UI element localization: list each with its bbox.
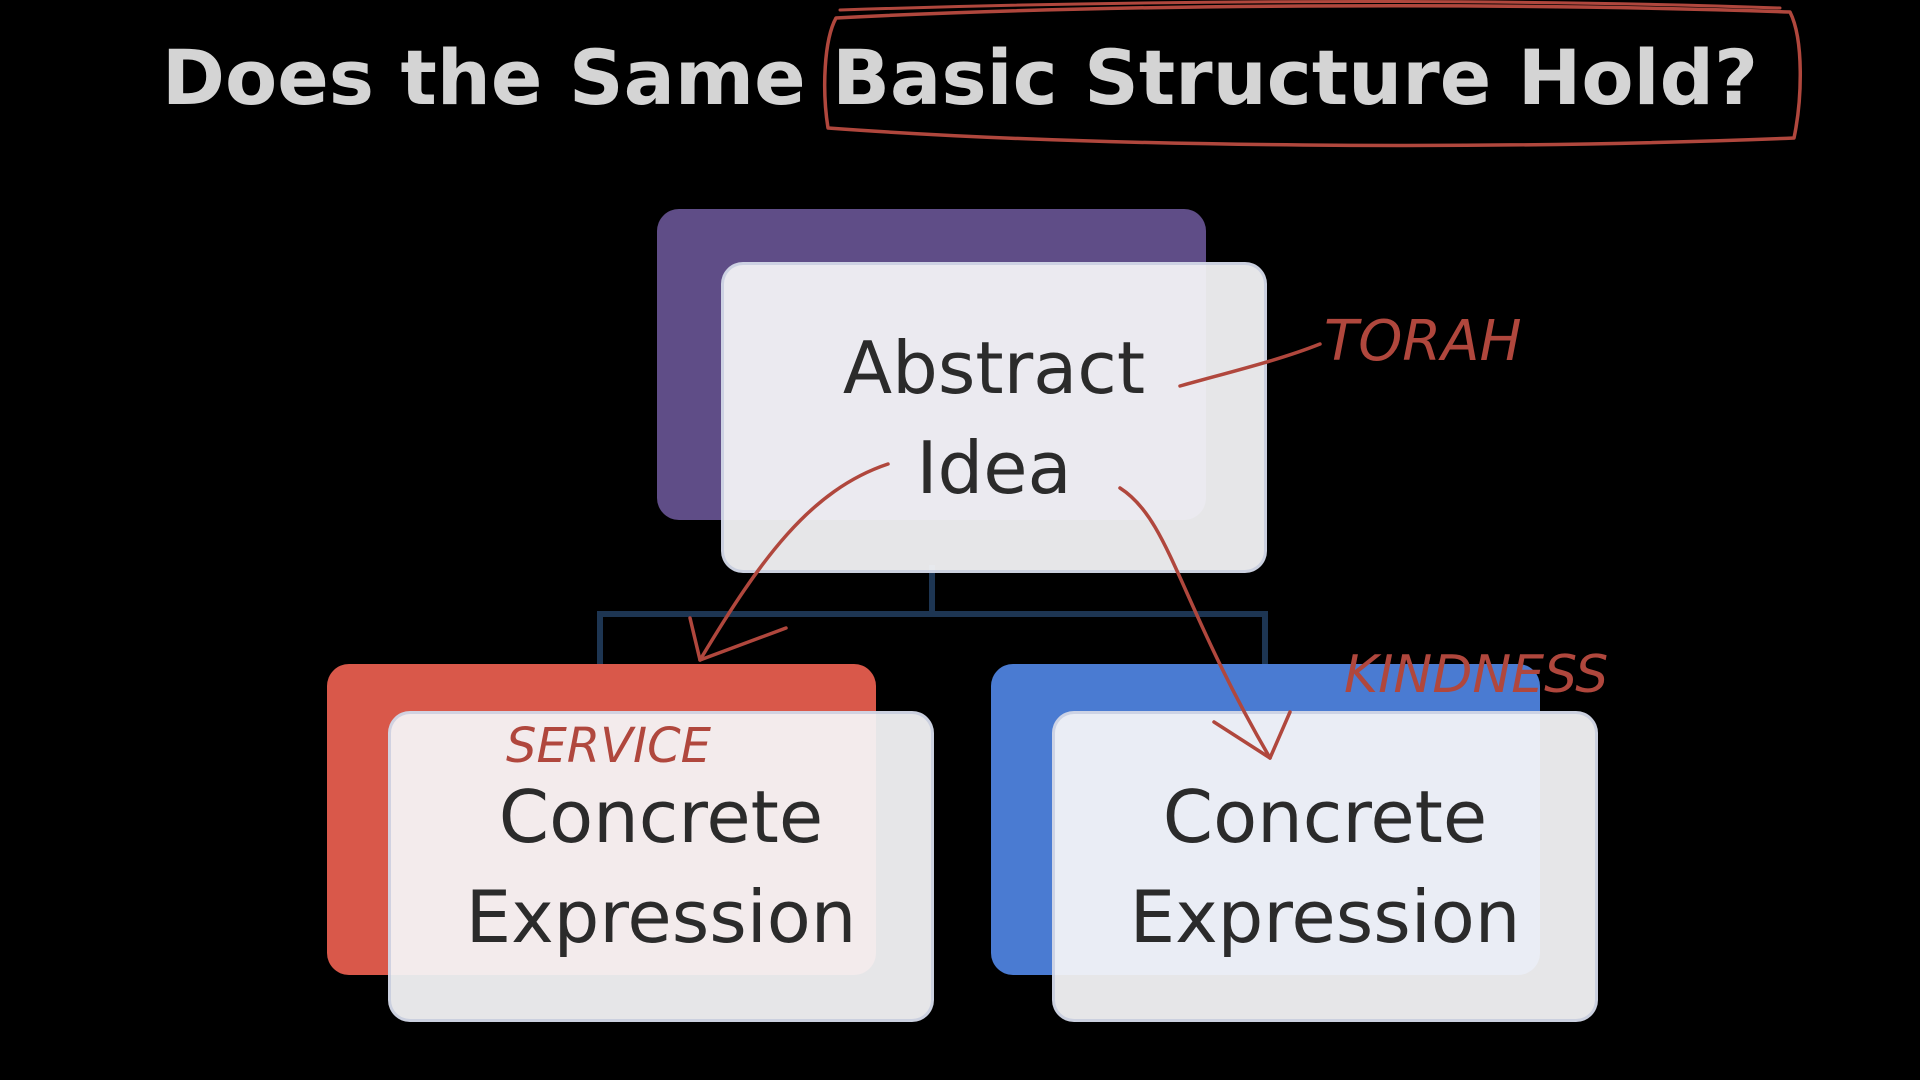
connector-root-stem — [929, 565, 935, 615]
right-child-label: Concrete Expression — [1129, 774, 1521, 959]
connector-right-drop — [1262, 611, 1268, 666]
right-child-node: Concrete Expression — [1052, 711, 1598, 1022]
left-child-node: Concrete Expression — [388, 711, 934, 1022]
root-node: Abstract Idea — [721, 262, 1267, 573]
left-child-label: Concrete Expression — [465, 774, 857, 959]
root-node-label: Abstract Idea — [842, 325, 1146, 510]
slide-title: Does the Same Basic Structure Hold? — [161, 33, 1759, 122]
title-highlight-box-overstroke — [838, 0, 1782, 12]
connector-left-drop — [597, 611, 603, 666]
root-annotation-text: TORAH — [1324, 309, 1522, 374]
connector-horizontal-bar — [597, 611, 1268, 617]
left-arrow-head — [688, 616, 788, 662]
